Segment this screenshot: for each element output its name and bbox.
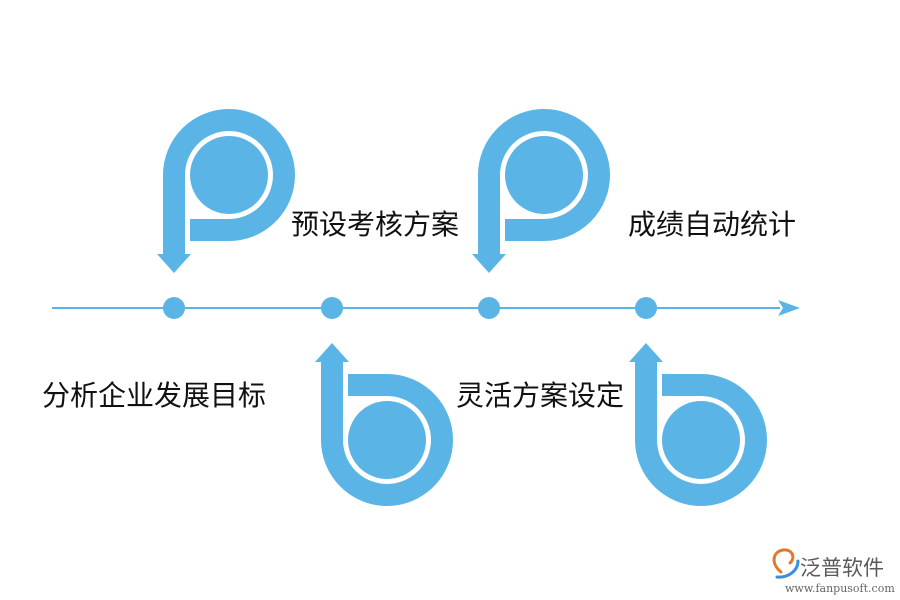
loop-center-disc	[190, 136, 268, 214]
arrow-up-icon	[629, 343, 663, 362]
loop-marker-p-1	[157, 109, 295, 273]
timeline-node-3	[478, 297, 500, 319]
loop-center-disc	[662, 401, 740, 479]
loop-ring	[321, 358, 453, 506]
loop-ring	[478, 109, 610, 258]
timeline-node-1	[163, 297, 185, 319]
step-label-4: 成绩自动统计	[628, 208, 796, 241]
timeline-node-2	[321, 297, 343, 319]
timeline-nodes	[163, 297, 657, 319]
fanpu-logo-icon	[772, 548, 800, 579]
loop-marker-b-2	[629, 343, 767, 506]
brand-url: www.fanpusoft.com	[785, 582, 895, 595]
loop-center-disc	[505, 136, 583, 214]
arrow-up-icon	[315, 343, 349, 362]
loop-ring	[163, 109, 295, 258]
loop-marker-b-1	[315, 343, 453, 506]
loop-marker-p-2	[472, 109, 610, 273]
timeline-arrowhead	[778, 300, 800, 316]
arrow-down-icon	[472, 254, 506, 273]
loop-center-disc	[348, 401, 426, 479]
brand-name: 泛普软件	[800, 556, 884, 580]
step-label-2: 预设考核方案	[291, 208, 459, 241]
arrow-down-icon	[157, 254, 191, 273]
step-label-3: 灵活方案设定	[456, 379, 624, 412]
timeline-node-4	[635, 297, 657, 319]
brand-watermark: 泛普软件 www.fanpusoft.com	[772, 548, 895, 595]
step-label-1: 分析企业发展目标	[42, 379, 266, 412]
loop-ring	[635, 358, 767, 506]
